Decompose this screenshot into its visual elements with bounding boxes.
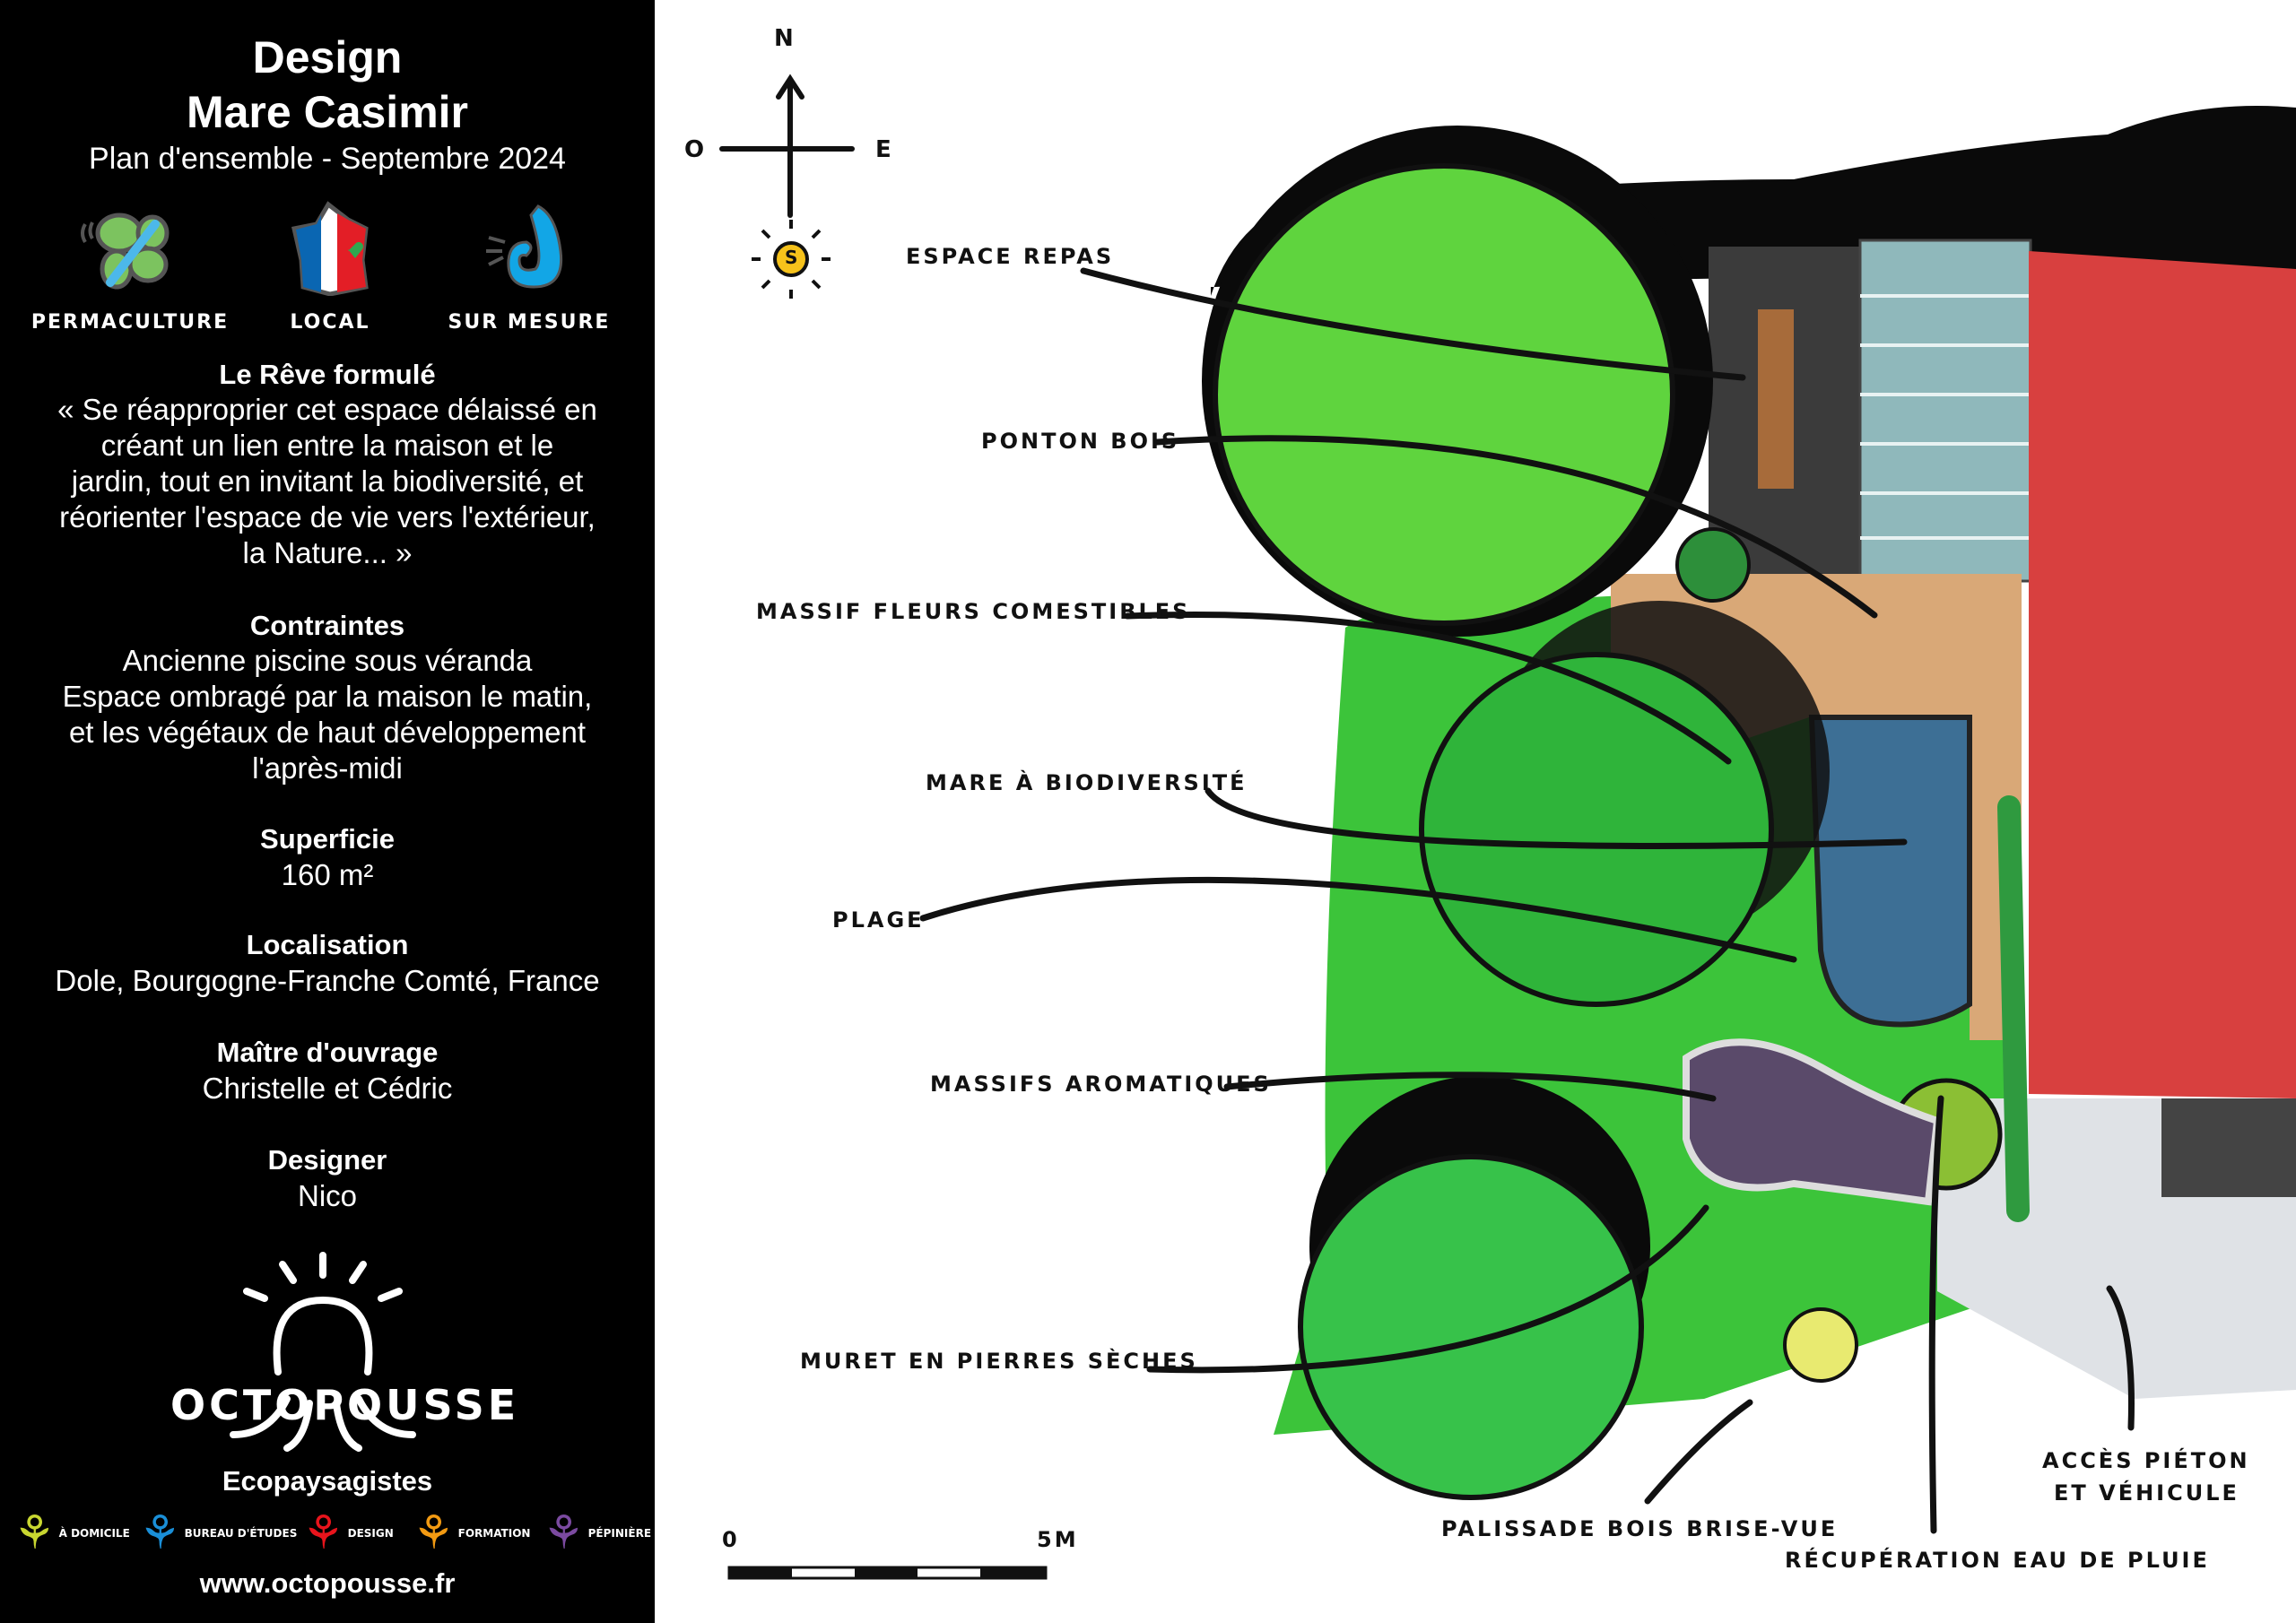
feature-label: PERMACULTURE xyxy=(30,311,230,334)
garage xyxy=(2161,1098,2296,1197)
service-label: PÉPINIÈRE xyxy=(587,1527,652,1540)
title-line-2: Mare Casimir xyxy=(186,87,469,137)
logo-wordmark: OCTOPOUSSE xyxy=(170,1381,520,1429)
designer-heading: Designer xyxy=(267,1144,387,1176)
subtitle: Plan d'ensemble - Septembre 2024 xyxy=(89,142,566,176)
reve-line: créant un lien entre la maison et le xyxy=(100,429,554,462)
feature-label: LOCAL xyxy=(290,311,370,334)
scale-bar xyxy=(727,1566,1048,1580)
sun-icon xyxy=(752,220,831,299)
service-label: BUREAU D'ÉTUDES xyxy=(184,1527,298,1540)
octopousse-logo: OCTOPOUSSE xyxy=(170,1246,516,1462)
pond xyxy=(1808,715,1972,1028)
contraintes-line: l'après-midi xyxy=(252,751,403,785)
tree-large xyxy=(1213,163,1675,626)
label-massifs-aromatiques: MASSIFS AROMATIQUES xyxy=(930,1072,1272,1097)
leader-lines xyxy=(919,267,2135,1534)
website-link[interactable]: www.octopousse.fr xyxy=(199,1567,456,1599)
octopus-orange-icon: ⚘ xyxy=(413,1507,455,1559)
service-label: À DOMICILE xyxy=(58,1527,130,1540)
butterfly-icon xyxy=(81,213,170,290)
label-recuperation: RÉCUPÉRATION EAU DE PLUIE xyxy=(1785,1548,2210,1573)
compass-e: E xyxy=(875,136,894,163)
octopus-purple-icon: ⚘ xyxy=(543,1507,585,1559)
contraintes-heading: Contraintes xyxy=(249,610,405,641)
scale-start: 0 xyxy=(722,1527,740,1552)
veranda xyxy=(1858,239,2032,583)
contraintes-line: Espace ombragé par la maison le matin, xyxy=(62,680,593,713)
shrub xyxy=(1675,527,1751,603)
reve-line: « Se réapproprier cet espace délaissé en xyxy=(57,393,597,426)
designer-value: Nico xyxy=(297,1179,358,1212)
service-bureau-etudes: ⚘ BUREAU D'ÉTUDES xyxy=(139,1506,297,1560)
reve-line: jardin, tout en invitant la biodiversité… xyxy=(71,464,584,498)
garden-plan: N O E S ESPACE REPAS PONTON BOIS MASSIF … xyxy=(655,0,2296,1623)
feature-permaculture: PERMACULTURE xyxy=(22,197,238,334)
label-mare: MARE À BIODIVERSITÉ xyxy=(926,770,1248,795)
reve-heading: Le Rêve formulé xyxy=(219,359,436,390)
feature-sur-mesure: SUR MESURE xyxy=(422,197,637,334)
title-line-1: Design xyxy=(252,32,403,82)
label-acces-2: ET VÉHICULE xyxy=(2054,1480,2239,1506)
service-a-domicile: ⚘ À DOMICILE xyxy=(13,1506,130,1560)
tree-middle xyxy=(1419,652,1774,1007)
label-espace-repas: ESPACE REPAS xyxy=(906,244,1115,269)
contraintes-line: Ancienne piscine sous véranda xyxy=(122,644,533,677)
octopus-blue-icon: ⚘ xyxy=(139,1507,181,1559)
label-ponton-bois: PONTON BOIS xyxy=(981,429,1180,454)
maitre-heading: Maître d'ouvrage xyxy=(216,1037,439,1068)
compass-o: O xyxy=(684,136,708,163)
france-map-icon xyxy=(291,201,369,297)
label-massif-fleurs: MASSIF FLEURS COMESTIBLES xyxy=(756,599,1191,624)
contraintes-text: Ancienne piscine sous véranda Espace omb… xyxy=(0,643,655,786)
contraintes-line: et les végétaux de haut développement xyxy=(68,716,587,749)
climbing-plant xyxy=(1997,795,2030,1222)
service-design: ⚘ DESIGN xyxy=(302,1506,394,1560)
compass-n: N xyxy=(774,25,796,52)
service-label: FORMATION xyxy=(457,1527,531,1540)
reve-line: réorienter l'espace de vie vers l'extéri… xyxy=(59,500,596,534)
compass-rose xyxy=(719,74,855,218)
service-pepiniere: ⚘ PÉPINIÈRE xyxy=(543,1506,651,1560)
localisation-value: Dole, Bourgogne-Franche Comté, France xyxy=(55,964,600,997)
feature-local: LOCAL xyxy=(222,197,438,334)
table xyxy=(1758,309,1794,489)
octopus-yellow-icon: ⚘ xyxy=(13,1507,56,1559)
superficie-heading: Superficie xyxy=(260,823,395,855)
sun-letter: S xyxy=(785,247,801,268)
plan-drawing xyxy=(719,74,2296,1580)
superficie-value: 160 m² xyxy=(281,858,374,891)
label-palissade: PALISSADE BOIS BRISE-VUE xyxy=(1441,1516,1839,1541)
tree-bottom xyxy=(1298,1154,1644,1500)
label-acces-1: ACCÈS PIÉTON xyxy=(2042,1448,2250,1473)
octopus-red-icon: ⚘ xyxy=(302,1507,344,1559)
octopus-logo-icon xyxy=(230,1252,416,1452)
reve-text: « Se réapproprier cet espace délaissé en… xyxy=(0,392,655,571)
label-plage: PLAGE xyxy=(832,907,925,933)
hand-icon xyxy=(486,204,563,289)
localisation-heading: Localisation xyxy=(246,929,409,960)
label-muret: MURET EN PIERRES SÈCHES xyxy=(800,1349,1198,1374)
feature-label: SUR MESURE xyxy=(448,311,611,334)
service-formation: ⚘ FORMATION xyxy=(413,1506,530,1560)
roof xyxy=(2029,251,2296,1098)
info-panel: Design Mare Casimir Plan d'ensemble - Se… xyxy=(0,0,655,1623)
tagline: Ecopaysagistes xyxy=(222,1465,433,1497)
service-label: DESIGN xyxy=(347,1527,394,1540)
scale-end: 5M xyxy=(1037,1527,1079,1552)
shrub xyxy=(1783,1307,1858,1383)
reve-line: la Nature... » xyxy=(242,536,413,569)
maitre-value: Christelle et Cédric xyxy=(202,1072,453,1105)
aromatic-bed xyxy=(1683,1038,1942,1206)
